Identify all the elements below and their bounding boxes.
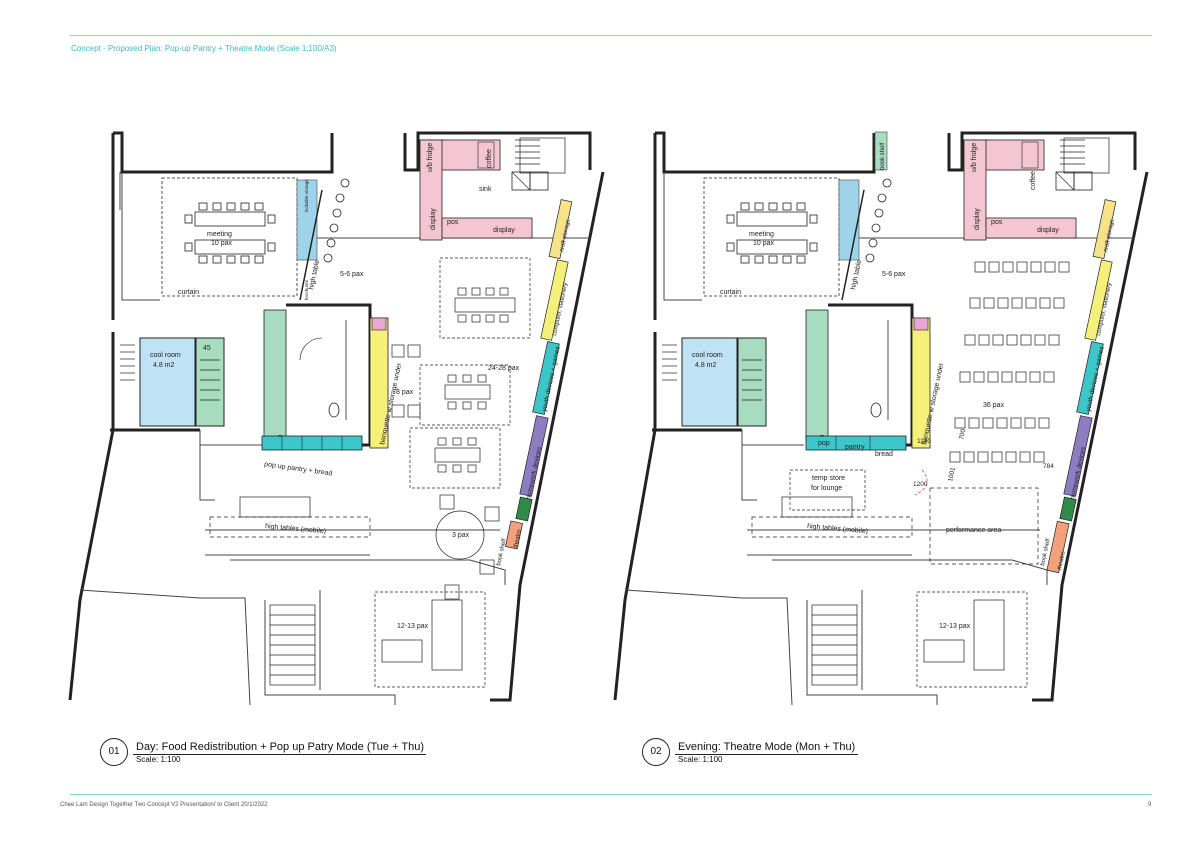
book-shelf-label: book shelf [496,538,508,566]
pax1213-label: 12-13 pax [397,623,429,630]
meeting-label: meeting [207,231,232,238]
display-label-2: display [493,227,515,234]
plan-2-title: Evening: Theatre Mode (Mon + Thu) [678,741,856,753]
cool-room-area-2: 4.8 m2 [695,362,717,369]
plan-2: meeting 10 pax curtain 5-6 pax high tabl… [613,131,1149,706]
cool-room-label-2: cool room [692,352,723,359]
high-tables-label: high tables (mobile) [265,523,326,535]
display-label-1: display [430,208,437,230]
ub-fridge-label: u/b fridge [427,143,434,172]
pantry-label: pop up pantry + bread [264,461,333,478]
book-shelf-label-2: book shelf [1040,538,1052,566]
page-title: Concept - Proposed Plan: Pop-up Pantry +… [71,44,337,53]
curtain-label: curtain [178,289,199,296]
display-label-3: display [974,208,981,230]
dim-784: 784 [1043,463,1054,470]
book-shelf-top-label: book shelf [880,142,886,170]
high-table-label: high table [308,259,321,290]
footer-rule [70,794,1152,795]
lockable-label: lockable storage [304,179,309,212]
coffee-label-2: coffee [1030,171,1037,190]
pantry-label-2: pantry [845,444,865,451]
num45-label: 45 [203,345,211,352]
plan-1-scale: Scale: 1:100 [136,755,181,764]
page-number: 9 [1148,802,1152,808]
plan-2-underline [675,754,858,755]
meeting-pax-label-2: 10 pax [753,240,775,247]
display-label-4: display [1037,227,1059,234]
ub-fridge-label-2: u/b fridge [971,143,978,172]
coffee-label: coffee [486,149,493,168]
pop-label: pop [818,440,830,447]
dim-1100: 1100 [917,438,931,445]
header-rule [70,35,1152,36]
pax3-label: 3 pax [452,532,470,539]
meeting-pax-label: 10 pax [211,240,233,247]
pax8-label: 8 pax [396,389,414,396]
curtain-label-2: curtain [720,289,741,296]
theatre-seating [751,137,1110,688]
dim-700: 700 [958,428,967,440]
plan-2-scale: Scale: 1:100 [678,755,723,764]
pax1213-label-2: 12-13 pax [939,623,971,630]
pax56-label: 5-6 pax [340,271,364,278]
performance-label: performance area [946,527,1001,534]
plan-1-title: Day: Food Redistribution + Pop up Patry … [136,741,424,753]
meeting-label-2: meeting [749,231,774,238]
pax56-label-2: 5-6 pax [882,271,906,278]
pos-label: pos [447,219,459,226]
plan-1-number: 01 [100,738,128,766]
brochures-label: brochures [304,279,309,300]
plan-2-number: 02 [642,738,670,766]
cool-room-area: 4.8 m2 [153,362,175,369]
theatre-label-2: theatre [1057,550,1067,570]
dim-1001: 1001 [947,466,957,482]
bread-label: bread [875,451,893,458]
sink-label: sink [479,186,492,193]
theatre-label: theatre [513,528,523,548]
pax36-label: 36 pax [983,402,1005,409]
dim-1200: 1200 [913,481,928,488]
pax2428-label: 24-28 pax [488,365,520,372]
pos-label-2: pos [991,219,1003,226]
high-tables-label-2: high tables (mobile) [807,523,868,535]
high-table-label-2: high table [850,259,863,290]
temp-store-label: temp store [812,475,845,482]
cool-room-label: cool room [150,352,181,359]
plan-1: meeting 10 pax curtain 5-6 pax high tabl… [68,131,605,706]
plan-1-underline [133,754,426,755]
for-lounge-label: for lounge [811,485,842,492]
footer-text: Chee Lam Design Together Two Concept V2 … [60,802,268,808]
